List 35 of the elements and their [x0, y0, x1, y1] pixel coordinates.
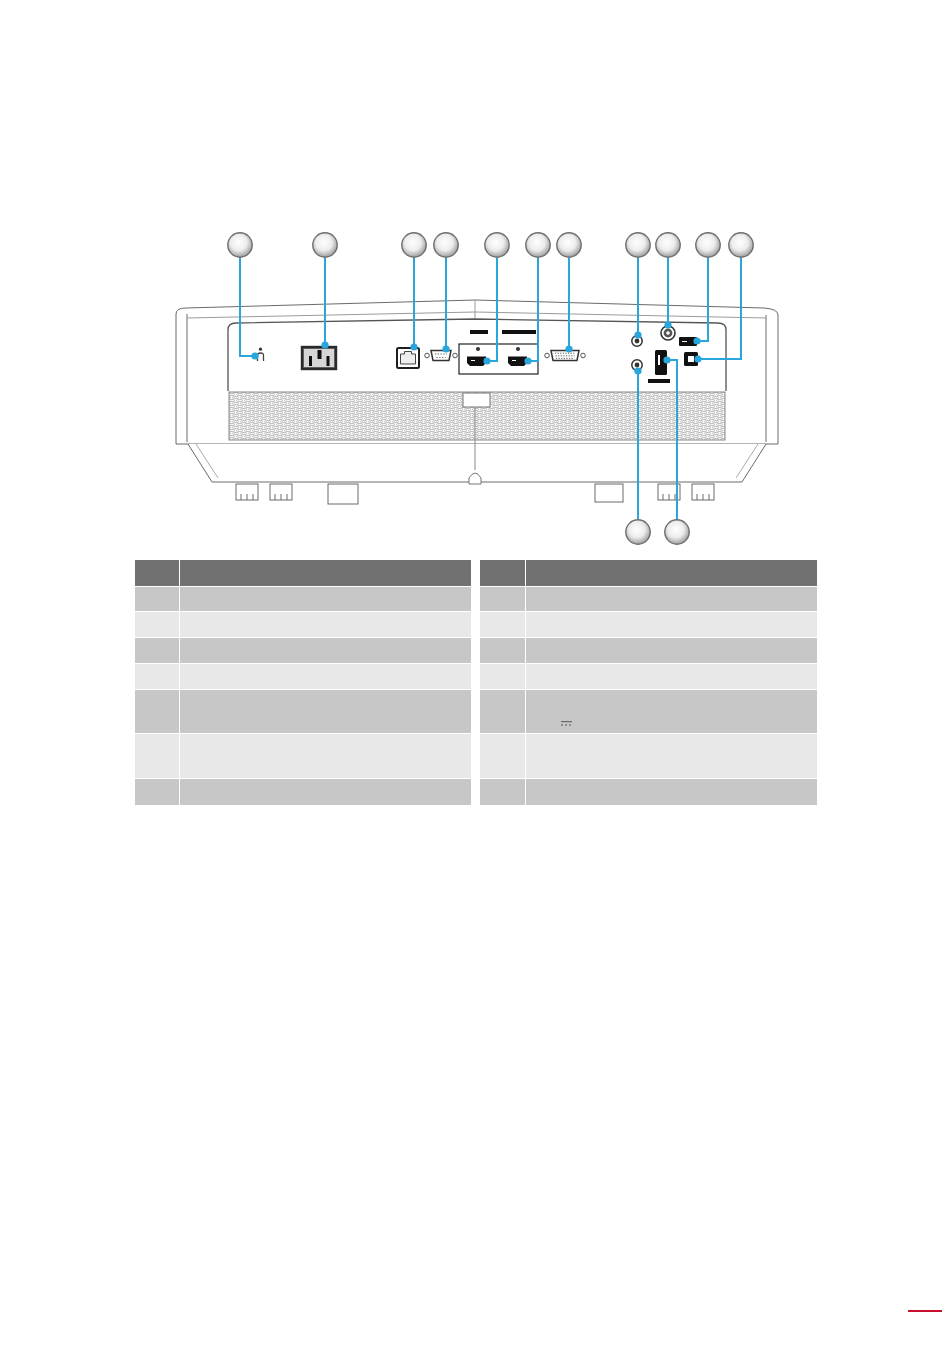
mini-port — [679, 337, 697, 346]
hdmi-port — [507, 354, 528, 368]
callout-marker — [625, 519, 651, 545]
leader-line — [634, 257, 642, 339]
usb-port — [655, 350, 667, 375]
callout-marker — [625, 232, 651, 258]
hdmi-port — [466, 354, 487, 368]
lock-slot — [255, 347, 266, 362]
leader-line — [239, 257, 259, 360]
leader-line — [442, 257, 450, 353]
leader-line — [483, 257, 498, 365]
callout-marker — [433, 232, 459, 258]
callout-marker — [401, 232, 427, 258]
optical-port — [684, 352, 698, 366]
callout-marker — [728, 232, 754, 258]
leader-line — [664, 257, 672, 329]
audio-jack — [631, 359, 643, 371]
leader-line — [693, 257, 709, 345]
callout-marker — [655, 232, 681, 258]
leader-line — [524, 257, 539, 365]
callout-marker — [227, 232, 253, 258]
callout-marker — [312, 232, 338, 258]
vga-port — [544, 349, 586, 362]
leader-line — [634, 367, 642, 520]
callout-marker — [525, 232, 551, 258]
leader-line — [663, 356, 678, 520]
serial-port — [424, 349, 458, 362]
leader-line — [565, 257, 573, 353]
audio-jack — [631, 335, 643, 347]
callout-marker — [695, 232, 721, 258]
callout-marker — [556, 232, 582, 258]
callout-marker — [484, 232, 510, 258]
ethernet-port — [396, 347, 420, 369]
leader-line — [694, 257, 742, 363]
callout-marker — [664, 519, 690, 545]
